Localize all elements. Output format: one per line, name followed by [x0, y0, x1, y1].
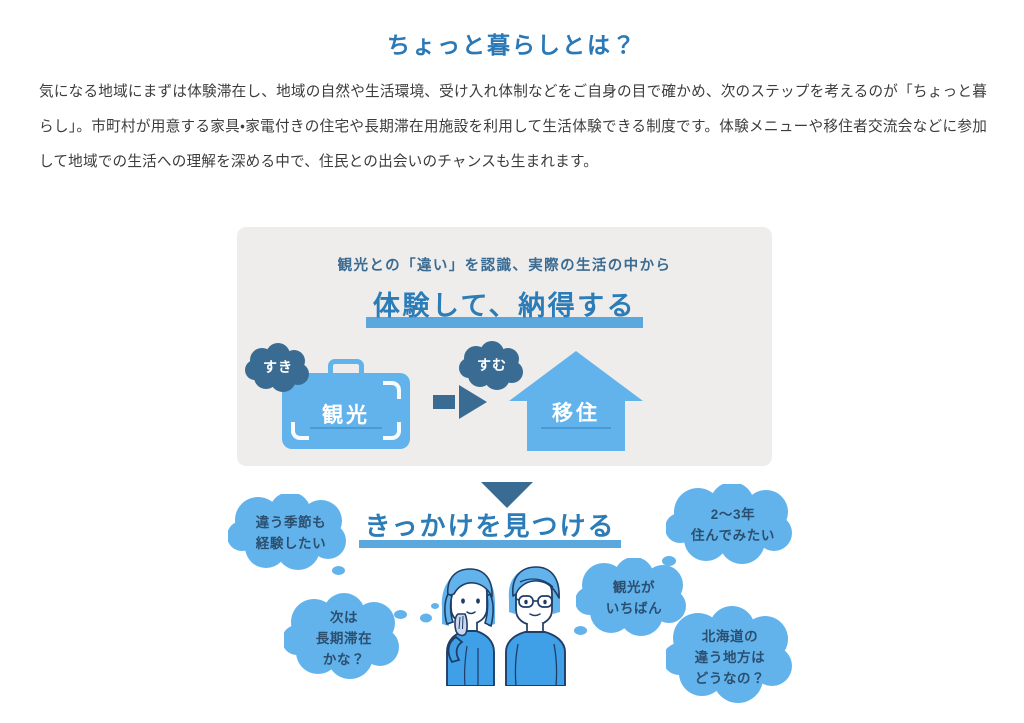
panel-headline-text: 体験して、納得する	[372, 291, 637, 321]
house-label-underline	[541, 427, 611, 429]
cloud-badge-sumu: すむ	[459, 341, 525, 391]
house-body	[527, 399, 625, 451]
thought-bubble-seasons: 違う季節も 経験したい	[228, 494, 354, 575]
right-arrow-icon	[433, 385, 491, 419]
bubble-tail-dot	[394, 610, 407, 619]
bubble-tail-dot	[662, 556, 676, 566]
suitcase-label-underline	[310, 427, 382, 429]
intro-paragraph: 気になる地域にまずは体験滞在し、地域の自然や生活環境、受け入れ体制などをご自身の…	[39, 83, 987, 170]
thought-bubble-longstay: 次は 長期滞在 かな？	[284, 592, 407, 684]
section2-headline: きっかけを見つける	[358, 506, 622, 548]
suitcase-icon: 観光	[282, 359, 410, 449]
cloud-shape-icon	[228, 494, 346, 570]
section2-underline-bar	[358, 540, 622, 548]
panel-lede-text: 観光との「違い」を認識、実際の生活の中から	[337, 258, 672, 274]
cloud-badge-sumu-label: すむ	[477, 357, 507, 373]
cloud-shape-icon	[459, 341, 523, 390]
bubble-tail-dot	[660, 610, 675, 621]
house-roof	[509, 351, 643, 401]
cloud-shape-icon	[666, 484, 792, 564]
concept-panel: 観光との「違い」を認識、実際の生活の中から 体験して、納得する	[237, 227, 772, 466]
house-icon: 移住	[509, 351, 643, 451]
cloud-shape-icon	[576, 558, 686, 636]
bubble-tail-dot	[574, 626, 587, 635]
two-people-illustration	[420, 556, 580, 687]
page-title: ちょっと暮らしとは？	[387, 32, 637, 59]
transition-row: すき 観光	[237, 337, 772, 455]
cloud-badge-suki: すき	[245, 343, 311, 393]
panel-headline-wrapper: 体験して、納得する	[237, 284, 772, 328]
thought-bubble-hokkaido: 北海道の 違う地方は どうなの？	[660, 604, 794, 710]
bubble-tail-dot	[332, 566, 345, 575]
suitcase-corner-arc-br	[383, 422, 401, 440]
suitcase-label: 観光	[322, 404, 370, 427]
suitcase-corner-arc-bl	[291, 422, 309, 440]
cloud-shape-icon	[284, 593, 399, 679]
section2-headline-wrapper: きっかけを見つける	[330, 506, 650, 548]
suitcase-handle	[328, 359, 364, 379]
suitcase-corner-arc-tr	[383, 381, 401, 399]
arrow-stub	[433, 395, 455, 409]
chevron-down-icon	[481, 482, 533, 508]
section2-headline-text: きっかけを見つける	[364, 511, 616, 541]
panel-headline: 体験して、納得する	[365, 284, 644, 328]
arrow-head	[459, 385, 487, 419]
house-label: 移住	[552, 402, 600, 425]
cloud-shape-icon	[245, 343, 309, 392]
cloud-shape-icon	[666, 606, 792, 703]
thought-bubble-twoyears: 2〜3年 住んでみたい	[662, 484, 800, 566]
thought-bubble-sightsee: 観光が いちばん	[574, 558, 692, 638]
people-figures-icon	[420, 566, 566, 687]
cloud-badge-suki-label: すき	[263, 359, 293, 375]
headline-underline-bar	[365, 317, 644, 328]
